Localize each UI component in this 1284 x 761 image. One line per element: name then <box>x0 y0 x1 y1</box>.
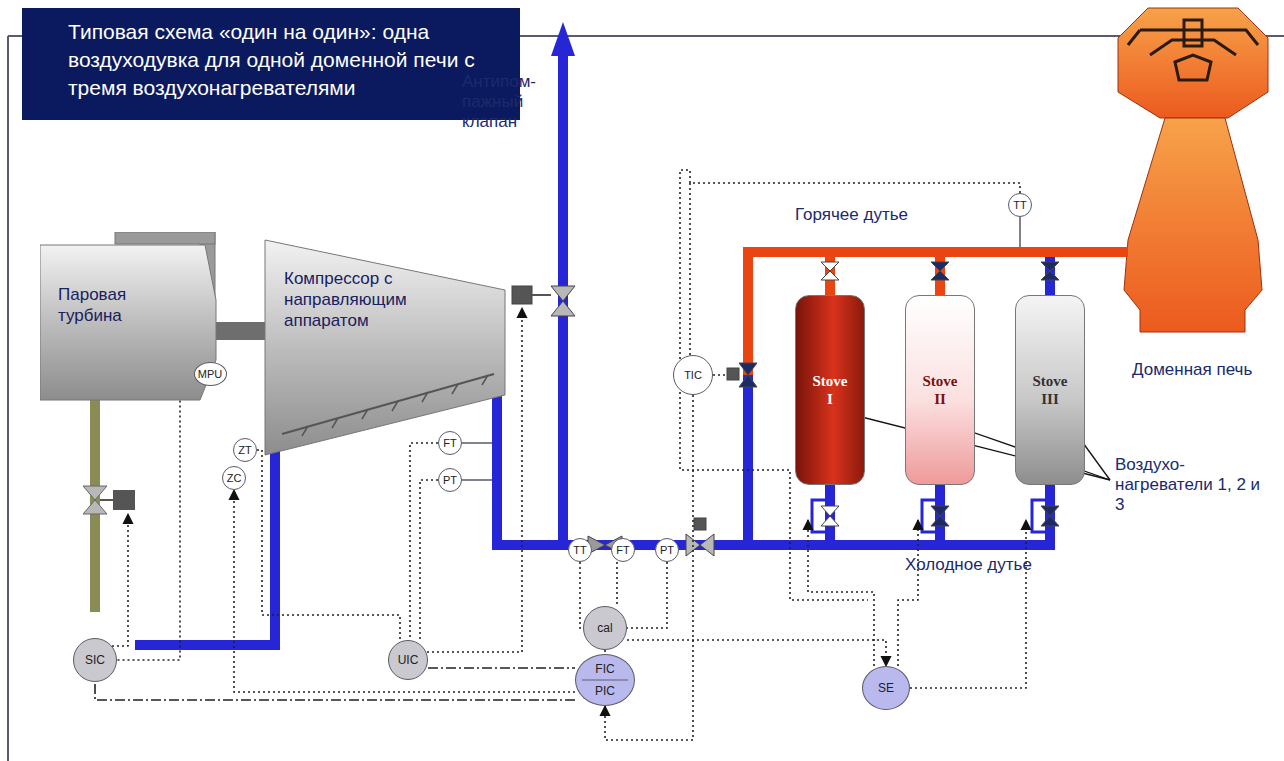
annotation-label: Доменная печь <box>1132 360 1280 380</box>
steam-pipe <box>83 398 135 612</box>
controller-circle: TIC <box>673 355 713 395</box>
turbine-shaft <box>214 322 266 340</box>
node-text: Stove II <box>920 372 960 408</box>
node-text: cal <box>597 621 612 635</box>
signal-connector <box>117 374 194 660</box>
signal-connector <box>616 562 618 606</box>
instrument-circle: ZT <box>233 438 257 462</box>
node-text: ZT <box>238 444 251 456</box>
instrument-circle: PT <box>438 468 462 492</box>
hot-stove: Stove III <box>1015 295 1085 485</box>
stove-bypass <box>812 500 1050 532</box>
instrument-circle: PT <box>655 538 679 562</box>
instrument-circle: TT <box>568 538 592 562</box>
controller-circle: UIC <box>388 640 428 680</box>
instrument-circle: FT <box>438 431 462 455</box>
annotation-label: Антипом- пажный клапан <box>462 72 554 132</box>
instrument-circle: MPU <box>194 362 227 386</box>
annotation-label: Горячее дутье <box>795 205 955 225</box>
instrument-circle: TT <box>1008 193 1032 217</box>
blast-furnace <box>1118 8 1268 332</box>
valves <box>512 262 1059 556</box>
node-text: MPU <box>198 368 222 380</box>
node-text: Stove III <box>1030 372 1070 408</box>
node-text: PIC <box>595 680 615 702</box>
calculator-circle: cal <box>583 606 627 650</box>
node-text: SIC <box>85 653 105 667</box>
node-text: Компрессор с направляющим аппаратом <box>284 268 454 331</box>
compressor: Компрессор с направляющим аппаратом <box>262 238 508 458</box>
node-text: ZC <box>227 472 242 484</box>
signal-connector <box>257 450 400 640</box>
controller-circle: SE <box>862 666 910 710</box>
node-text: TIC <box>684 369 702 381</box>
instrument-circle: FT <box>611 538 635 562</box>
title-banner: Типовая схема «один на один»: одна возду… <box>22 8 520 120</box>
node-text: FT <box>616 544 629 556</box>
controller-ellipse: FICPIC <box>575 654 635 706</box>
signal-lines <box>112 170 1026 688</box>
node-text: FIC <box>595 658 614 680</box>
hot-stove: Stove II <box>905 295 975 485</box>
hot-stove: Stove I <box>795 295 865 485</box>
steam-turbine: Паровая турбина <box>40 232 218 404</box>
cold-blast-pipe <box>497 52 1055 545</box>
node-text: UIC <box>398 653 419 667</box>
node-text: SE <box>878 681 894 695</box>
instrument-circle: ZC <box>222 466 246 490</box>
signal-connector <box>627 640 886 666</box>
signal-connector <box>234 490 575 692</box>
signal-connector <box>95 682 575 700</box>
signal-connector <box>410 443 438 640</box>
diagram-title: Типовая схема «один на один»: одна возду… <box>68 18 500 102</box>
node-text: TT <box>573 544 586 556</box>
controller-circle: SIC <box>73 638 117 682</box>
exhaust-arrowhead <box>551 22 575 56</box>
suction-pipe <box>135 450 275 645</box>
signal-connector <box>420 480 438 640</box>
signal-connector <box>580 562 583 628</box>
node-text: Stove I <box>810 372 850 408</box>
node-text: PT <box>660 544 674 556</box>
node-text: Паровая турбина <box>58 284 168 326</box>
node-text: FT <box>443 437 456 449</box>
node-text: PT <box>443 474 457 486</box>
signal-connector <box>627 562 667 628</box>
signal-connector <box>428 667 575 669</box>
annotation-label: Холодное дутье <box>905 555 1075 575</box>
annotation-label: Воздухо- нагреватели 1, 2 и 3 <box>1115 455 1265 515</box>
node-text: TT <box>1013 199 1026 211</box>
frame-line <box>8 36 1284 761</box>
